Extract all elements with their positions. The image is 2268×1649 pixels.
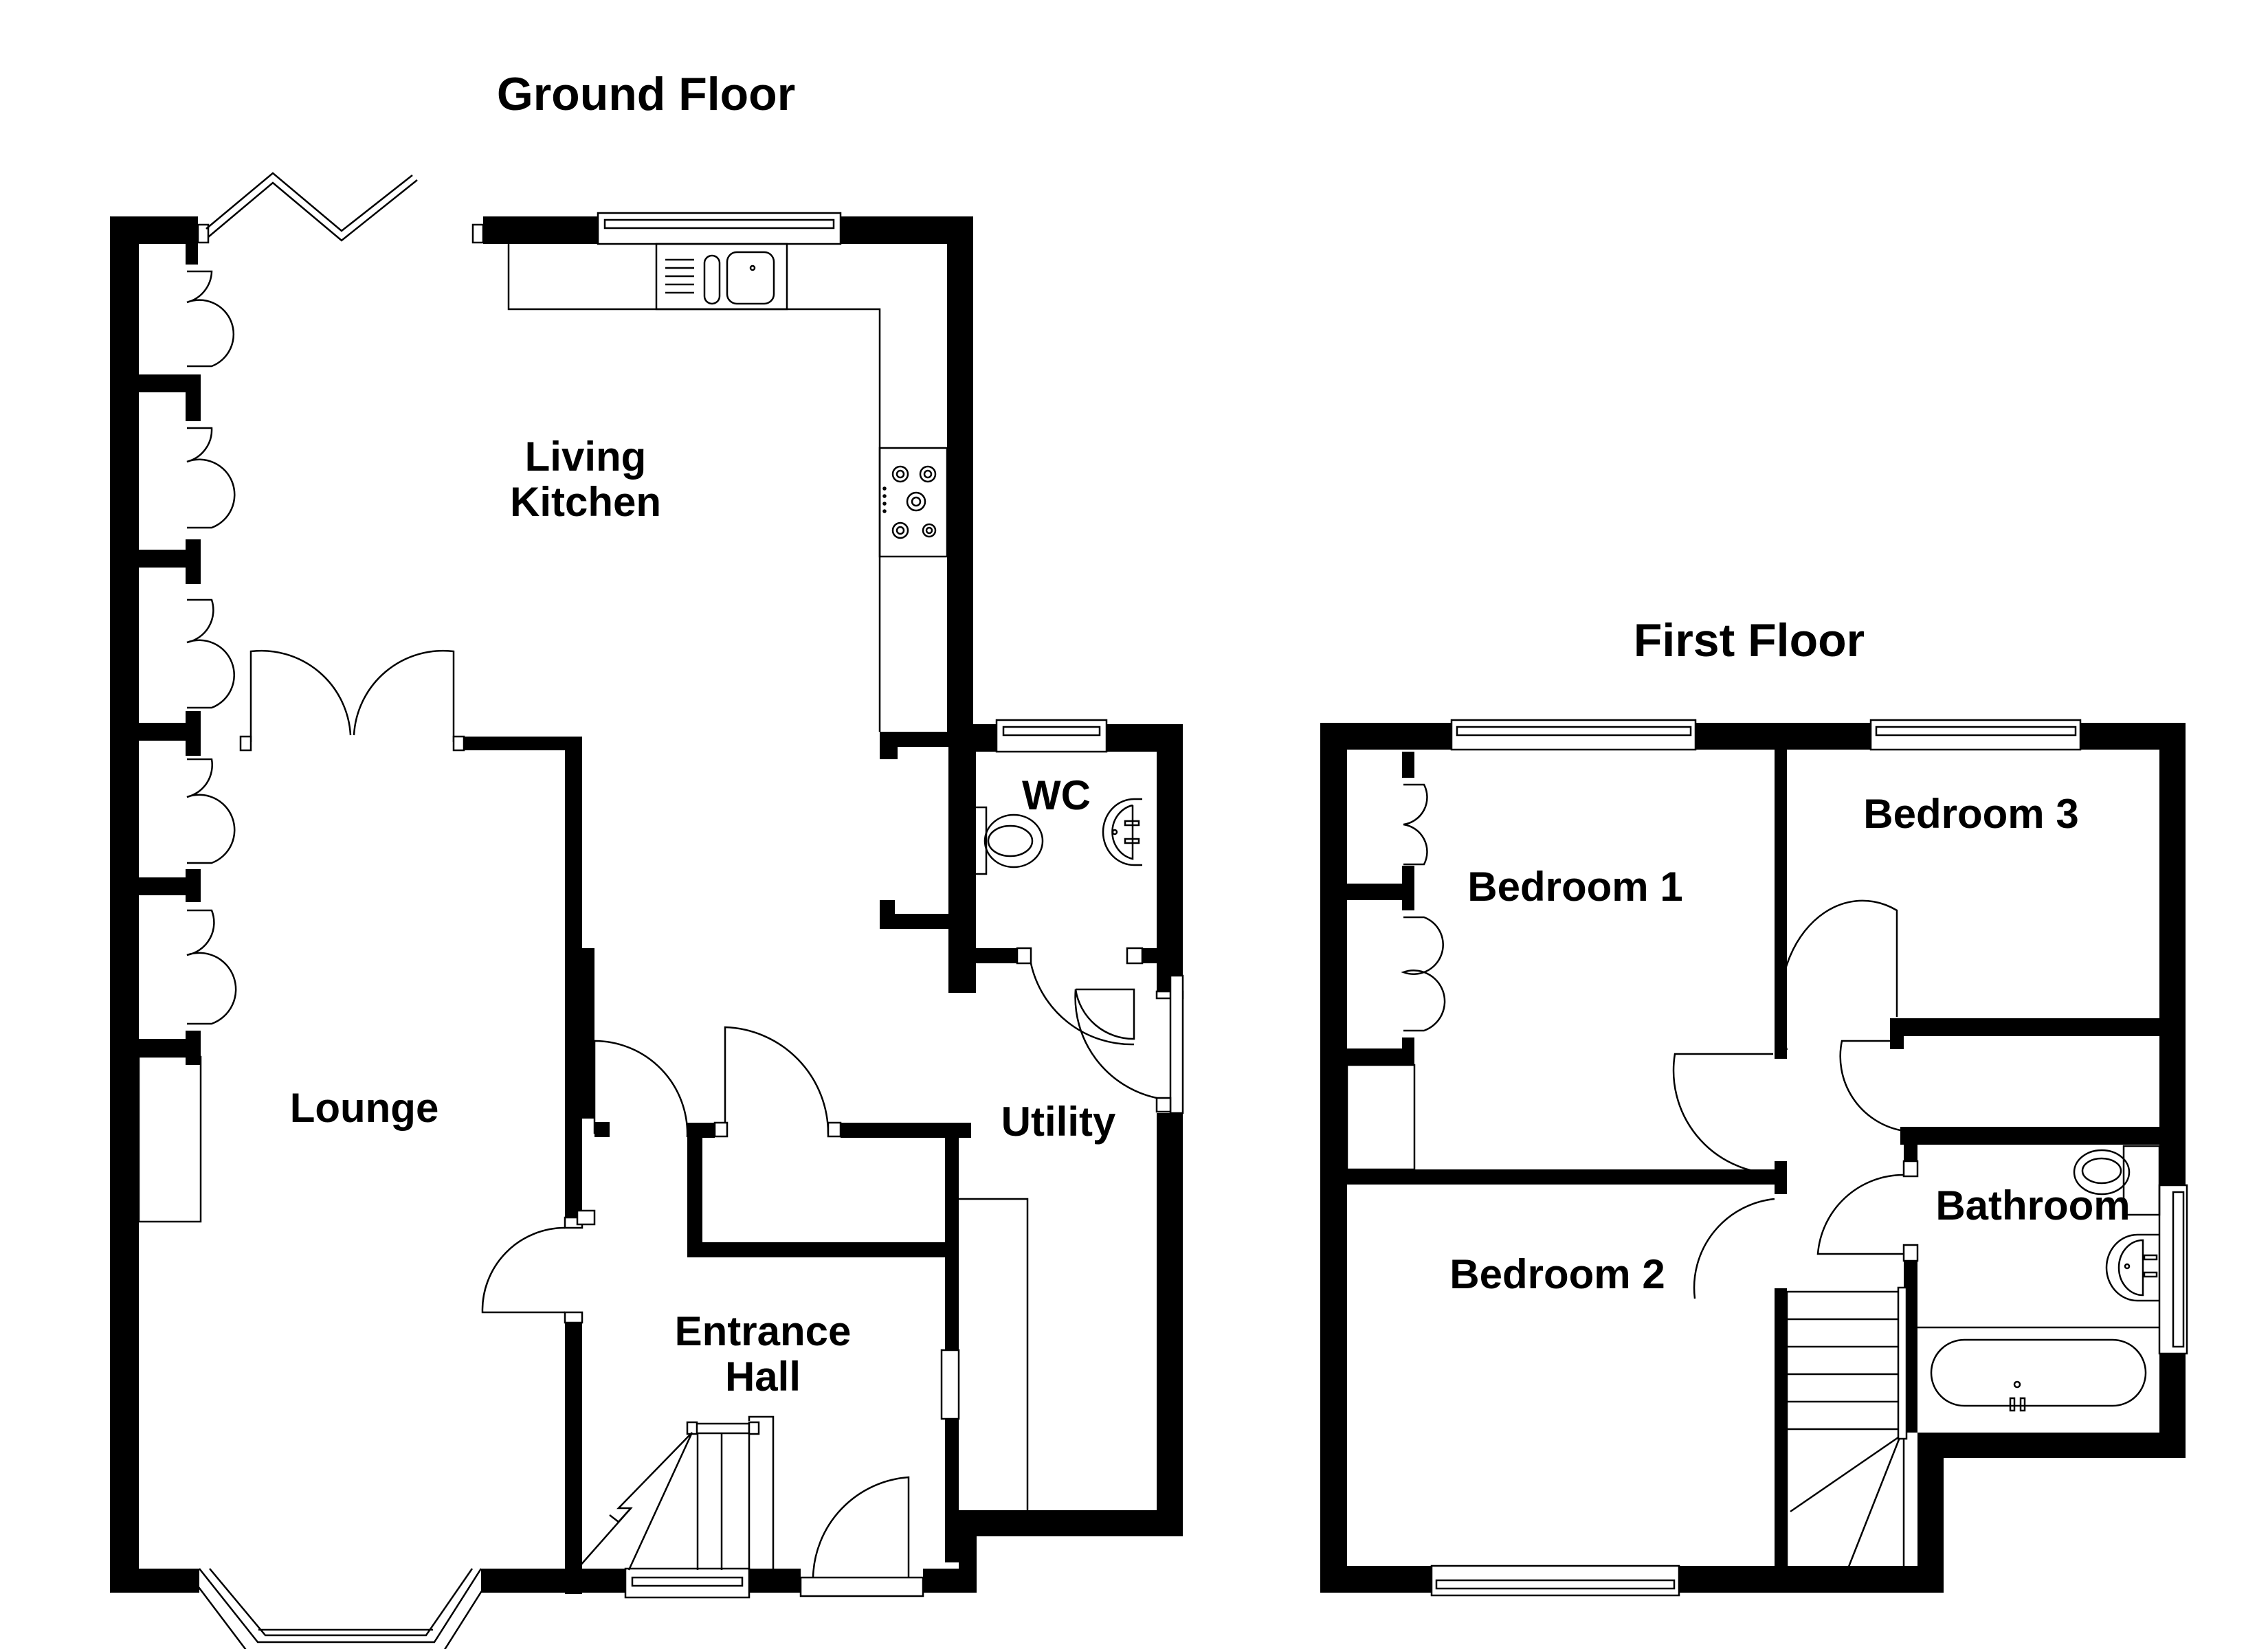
hob-icon xyxy=(878,447,948,558)
wardrobe-doors-icon xyxy=(186,270,237,1025)
bath-icon xyxy=(1917,1326,2159,1412)
bifold-door-icon xyxy=(197,172,418,244)
room-label-entrance-hall: Entrance Hall xyxy=(675,1309,852,1400)
window-icon xyxy=(624,1567,751,1599)
room-label-bedroom-2: Bedroom 2 xyxy=(1449,1252,1665,1297)
room-label-line: Utility xyxy=(1001,1099,1116,1145)
first-floor-plan xyxy=(1320,719,2188,1597)
window-icon xyxy=(995,719,1108,753)
window-icon xyxy=(1450,719,2082,751)
room-label-line: Entrance xyxy=(674,1308,852,1354)
window-icon xyxy=(597,212,842,245)
basin-icon xyxy=(1102,798,1142,866)
room-label-line: Bedroom 2 xyxy=(1449,1251,1665,1297)
basin-icon xyxy=(2105,1233,2159,1302)
staircase-icon xyxy=(1786,1286,1908,1571)
bay-window-icon xyxy=(192,1568,491,1649)
room-label-utility: Utility xyxy=(1001,1099,1116,1145)
room-label-line: Kitchen xyxy=(509,479,662,525)
room-label-line: WC xyxy=(1022,772,1091,818)
room-label-bedroom-3: Bedroom 3 xyxy=(1863,792,2078,837)
room-label-wc: WC xyxy=(1022,773,1091,818)
window-icon xyxy=(1430,1564,1680,1597)
room-label-line: Lounge xyxy=(289,1085,439,1131)
toilet-icon xyxy=(961,806,1044,875)
ground-floor-plan xyxy=(110,172,1184,1649)
room-label-bedroom-1: Bedroom 1 xyxy=(1467,864,1682,910)
room-label-bathroom: Bathroom xyxy=(1935,1183,2130,1229)
room-label-line: Living xyxy=(524,434,647,480)
room-label-line: Hall xyxy=(724,1354,801,1400)
staircase-icon xyxy=(579,1415,775,1571)
ground-floor-title: Ground Floor xyxy=(496,68,796,120)
toilet-icon xyxy=(2073,1145,2161,1216)
wardrobe-doors-icon xyxy=(1401,783,1446,1032)
room-label-living-kitchen: Living Kitchen xyxy=(510,434,661,525)
room-label-line: Bedroom 3 xyxy=(1863,791,2079,837)
first-floor-title: First Floor xyxy=(1633,614,1865,666)
double-door-icon xyxy=(239,649,465,752)
room-label-line: Bedroom 1 xyxy=(1467,864,1683,910)
front-door-icon xyxy=(799,1476,924,1597)
room-label-line: Bathroom xyxy=(1935,1182,2131,1229)
sink-icon xyxy=(655,243,788,311)
room-label-lounge: Lounge xyxy=(290,1086,439,1131)
